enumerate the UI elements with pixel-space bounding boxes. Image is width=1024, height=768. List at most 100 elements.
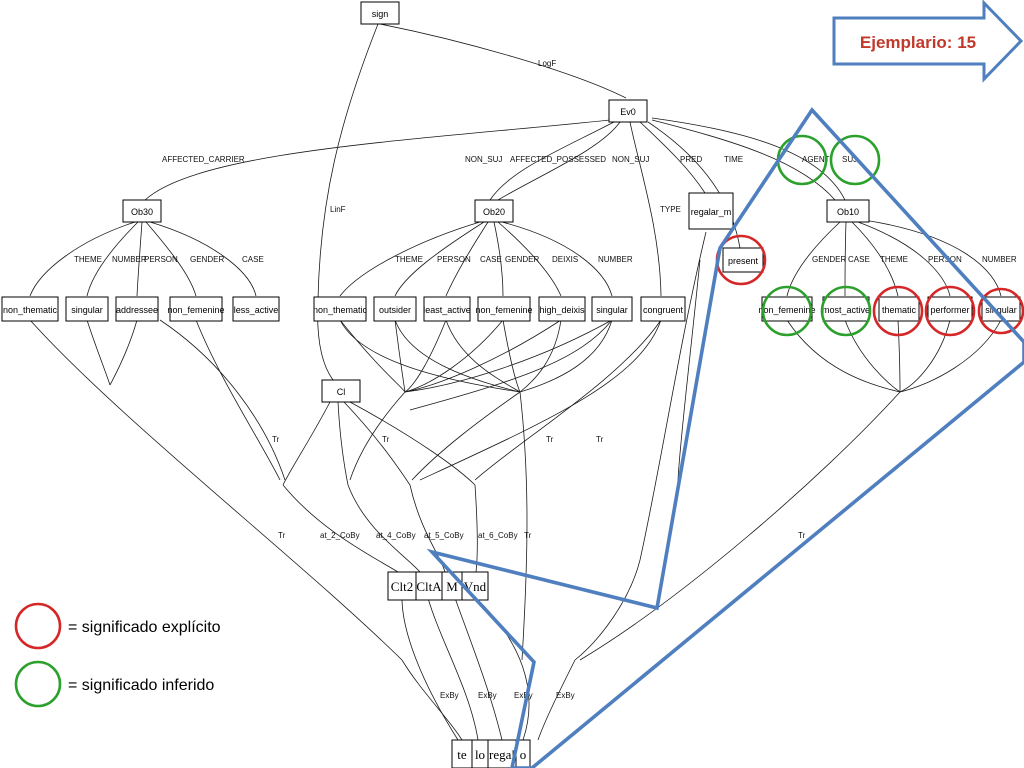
node-ob10-non-femenine[interactable]: non_femenine	[758, 296, 816, 322]
node-ev0-label: Ev0	[620, 107, 636, 117]
edge-mesh-9	[404, 319, 447, 393]
edge-ob10-v1	[786, 221, 841, 297]
node-sign-label: sign	[372, 9, 389, 19]
edge-label-ob20-case: CASE	[480, 255, 502, 264]
edge-mesh-down-4	[419, 319, 662, 481]
edge-exby-1	[401, 597, 459, 741]
node-ob10-thematic[interactable]: thematic	[878, 296, 920, 322]
edge-ob10-mesh-1	[786, 319, 901, 393]
node-ob20-least-active[interactable]: least_active	[423, 296, 471, 322]
edge-label-logf: LogF	[538, 59, 556, 68]
edge-ob10-mesh-3	[897, 319, 901, 393]
word-te[interactable]: te	[457, 747, 467, 762]
edge-ob10-v2	[844, 221, 847, 297]
edge-label-exby-3: ExBy	[514, 691, 533, 700]
edge-label-tr-5: Tr	[278, 531, 286, 540]
node-ob20-non-femenine[interactable]: non_femenine	[475, 296, 533, 322]
node-ob30-non-femenine[interactable]: non_femenine	[167, 296, 225, 322]
edge-label-type: TYPE	[660, 205, 681, 214]
edge-ev0-ob30	[144, 119, 611, 201]
edge-mesh-3	[445, 319, 521, 393]
edge-mesh-6	[519, 319, 613, 393]
edge-label-tr-2: Tr	[382, 435, 390, 444]
node-ob20[interactable]: Ob20	[474, 199, 514, 223]
edge-label-coby-2: at_4_CoBy	[376, 531, 416, 540]
edge-ev0-ob20-b	[497, 121, 621, 201]
node-ob30-singular[interactable]: singular	[65, 296, 109, 322]
node-ob30-non-femenine-label: non_femenine	[167, 305, 224, 315]
edge-mesh-down-2	[411, 391, 521, 481]
word-row: te lo regal o	[451, 739, 531, 768]
edge-mesh-1	[339, 319, 521, 393]
edge-label-affected-possessed: AFFECTED_POSSESSED	[510, 155, 606, 164]
edge-ob20-v3	[445, 221, 489, 297]
node-ob10-thematic-label: thematic	[882, 305, 917, 315]
node-ob20-outsider[interactable]: outsider	[373, 296, 417, 322]
node-ob10[interactable]: Ob10	[826, 199, 870, 223]
edge-label-exby-4: ExBy	[556, 691, 575, 700]
edge-coby-4	[474, 484, 478, 573]
edge-label-ob10-gender: GENDER	[812, 255, 846, 264]
edge-mesh-5	[519, 319, 562, 393]
edge-ob30-nonthematic-down	[29, 319, 403, 661]
node-ob30-less-active[interactable]: less_active	[232, 296, 280, 322]
edge-label-non-suj-1: NON_SUJ	[465, 155, 502, 164]
edge-mesh-10	[404, 319, 504, 393]
edge-sign-ev0	[379, 23, 627, 99]
clitic-m[interactable]: M	[446, 579, 458, 594]
edge-label-tr-6: Tr	[524, 531, 532, 540]
edge-label-ob20-number: NUMBER	[598, 255, 633, 264]
node-ob30[interactable]: Ob30	[122, 199, 162, 223]
node-ob30-addressee[interactable]: addressee	[115, 296, 159, 322]
node-sign[interactable]: sign	[360, 1, 400, 25]
edge-label-tr-4: Tr	[596, 435, 604, 444]
edges: LogF LinF AFFECTED_CARRIER NON_SUJ AFFEC…	[29, 23, 1017, 741]
badge-arrow-shape	[832, 0, 1024, 83]
node-present[interactable]: present	[722, 247, 764, 273]
edge-label-ob30-number: NUMBER	[112, 255, 147, 264]
edge-label-ob30-case: CASE	[242, 255, 264, 264]
node-ob30-non-thematic[interactable]: non_thematic	[1, 296, 59, 322]
word-lo[interactable]: lo	[475, 747, 485, 762]
node-ob20-singular[interactable]: singular	[591, 296, 633, 322]
edge-ob10-v5	[863, 219, 1002, 297]
edge-label-ob10-case: CASE	[848, 255, 870, 264]
clitic-clt2[interactable]: Clt2	[391, 579, 413, 594]
edge-label-ob20-person: PERSON	[437, 255, 471, 264]
node-congruent[interactable]: congruent	[640, 296, 686, 322]
edge-cl-2	[337, 401, 349, 486]
node-ob10-non-femenine-label: non_femenine	[758, 305, 815, 315]
word-o[interactable]: o	[520, 747, 527, 762]
node-ob10-performer[interactable]: performer	[927, 296, 973, 322]
node-regalar-m[interactable]: regalar_m	[688, 192, 734, 230]
edge-word-in-2	[537, 659, 576, 741]
edge-label-pred: PRED	[680, 155, 702, 164]
edge-ob10-mesh-2	[844, 319, 901, 393]
edge-label-exby-1: ExBy	[440, 691, 459, 700]
clitic-clta[interactable]: CltA	[416, 579, 442, 594]
edge-label-linf: LinF	[330, 205, 346, 214]
node-ob10-singular[interactable]: singular	[981, 296, 1021, 322]
node-cl[interactable]: Cl	[321, 379, 361, 403]
legend-inferred-label: = significado inferido	[68, 677, 214, 694]
node-congruent-label: congruent	[643, 305, 684, 315]
edge-ob30-v3	[136, 221, 143, 297]
word-regal[interactable]: regal	[489, 747, 515, 762]
edge-ev0-ob20-a	[489, 121, 615, 201]
edge-ev0-ob10-a	[651, 119, 836, 201]
edge-mesh-2	[394, 319, 521, 393]
node-ob20-non-thematic[interactable]: non_thematic	[313, 296, 368, 322]
inferred-circle-non-femenine	[761, 285, 813, 337]
edge-ob20-v2	[394, 221, 485, 297]
node-ob20-high-deixis[interactable]: high_deixis	[538, 296, 586, 322]
node-ob10-most-active[interactable]: most_active	[822, 296, 870, 322]
ejemplario-badge: Ejemplario: 15	[832, 0, 1024, 83]
edge-label-tr-7: Tr	[798, 531, 806, 540]
edge-ob20-v1	[339, 221, 481, 297]
edge-label-time: TIME	[724, 155, 743, 164]
edge-label-ob30-person: PERSON	[144, 255, 178, 264]
node-ev0[interactable]: Ev0	[608, 99, 648, 123]
edge-regalar-down	[574, 231, 707, 661]
